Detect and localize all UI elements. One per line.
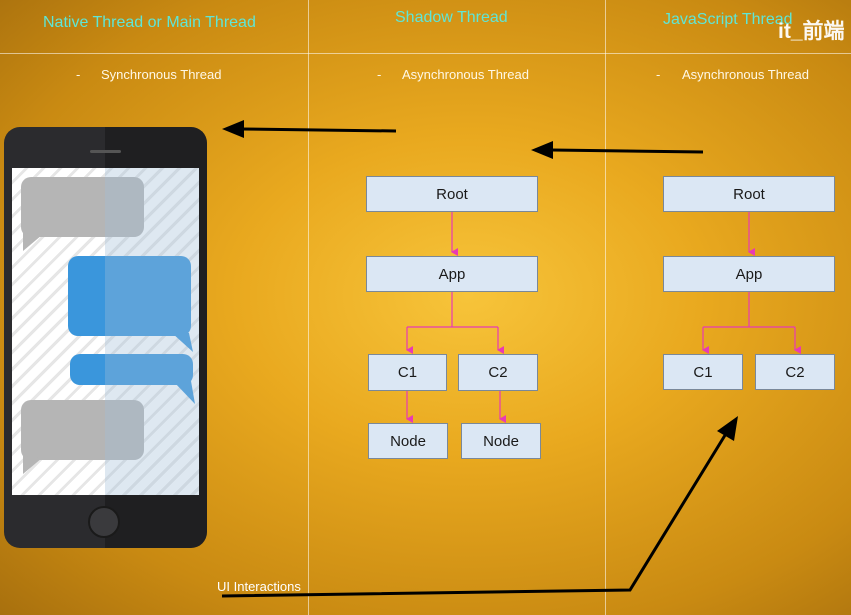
shadow-c2-node: C2 [458, 354, 538, 391]
shadow-root-node: Root [366, 176, 538, 212]
js-app-node: App [663, 256, 835, 292]
chat-bubble-tails [23, 233, 195, 474]
shadow-leaf-node: Node [461, 423, 541, 459]
js-c2-node: C2 [755, 354, 835, 390]
chat-bubble-grey-icon [21, 177, 144, 237]
native-thread-subtitle: Synchronous Thread [101, 67, 222, 82]
column-divider-2 [605, 0, 606, 615]
native-thread-title: Native Thread or Main Thread [43, 14, 256, 31]
javascript-thread-subtitle-bullet: - [656, 67, 661, 82]
shadow-thread-subtitle: Asynchronous Thread [402, 67, 529, 82]
shadow-thread-subtitle-bullet: - [377, 67, 382, 82]
shadow-leaf-node: Node [368, 423, 448, 459]
header-divider [0, 53, 851, 54]
phone-screen [12, 168, 199, 495]
thread-arrows [221, 120, 738, 598]
chat-bubble-grey-bottom-icon [21, 400, 144, 460]
ui-interactions-label: UI Interactions [217, 579, 301, 594]
phone-screen-shadow [105, 168, 199, 495]
javascript-thread-title: JavaScript Thread [663, 11, 793, 28]
shadow-app-node: App [366, 256, 538, 292]
watermark: it_前端 [778, 20, 845, 43]
shadow-tree-connectors [406, 212, 506, 423]
native-thread-subtitle-bullet: - [76, 67, 81, 82]
phone-speaker-icon [90, 150, 121, 153]
js-tree-connectors [702, 212, 801, 354]
chat-bubble-blue-icon [68, 256, 191, 336]
js-c1-node: C1 [663, 354, 743, 390]
column-divider-1 [308, 0, 309, 615]
javascript-thread-subtitle: Asynchronous Thread [682, 67, 809, 82]
js-root-node: Root [663, 176, 835, 212]
shadow-c1-node: C1 [368, 354, 447, 391]
chat-bubble-blue-small-icon [70, 354, 193, 385]
home-button-icon [88, 506, 120, 538]
shadow-thread-title: Shadow Thread [395, 9, 508, 26]
phone-illustration [4, 127, 207, 548]
